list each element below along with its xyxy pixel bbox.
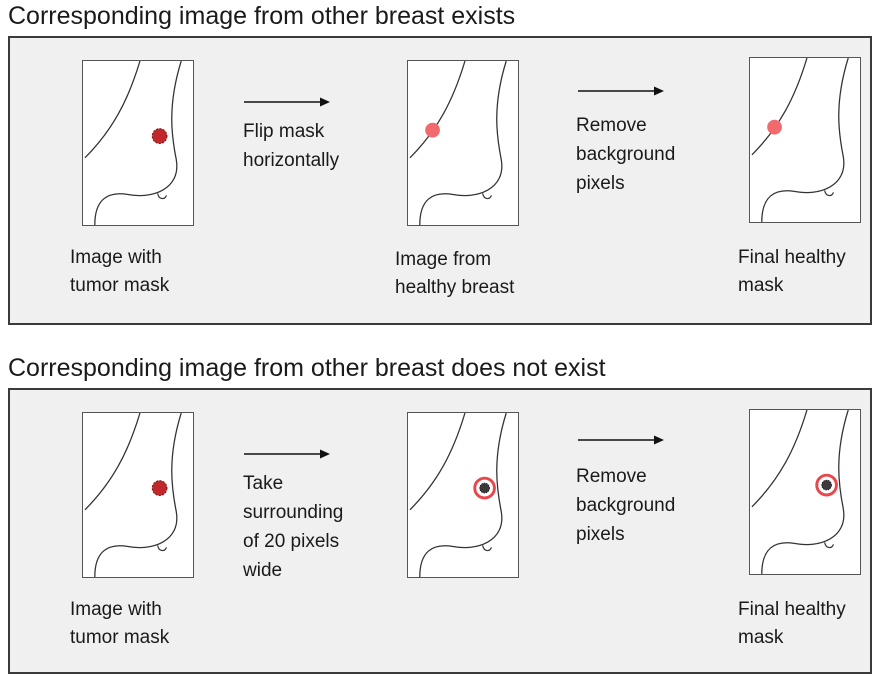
arrow-remove-background: [578, 435, 664, 445]
mammogram-outline-icon: [750, 410, 860, 574]
caption-image-with-tumor-mask: Image with tumor mask: [70, 244, 169, 300]
right-arrow-icon: [578, 86, 664, 96]
breast-contour: [85, 413, 140, 510]
right-arrow-icon: [244, 97, 330, 107]
thumbnail-final-healthy-mask: [749, 409, 861, 575]
section-title-not-exists: Corresponding image from other breast do…: [8, 354, 606, 383]
step-take-surrounding: Take surrounding of 20 pixels wide: [243, 469, 343, 585]
thumbnail-ring-mask: [407, 412, 519, 578]
breast-contour: [752, 410, 807, 507]
mammogram-outline-icon: [83, 413, 193, 577]
step-remove-background: Remove background pixels: [576, 111, 675, 198]
breast-contour: [95, 413, 181, 577]
breast-contour: [752, 58, 807, 155]
breast-contour: [420, 61, 506, 225]
step-remove-background: Remove background pixels: [576, 462, 675, 549]
panel-exists: Image with tumor mask Flip mask horizont…: [8, 36, 872, 325]
breast-contour: [825, 190, 834, 195]
arrow-remove-background: [578, 86, 664, 96]
caption-image-from-healthy-breast: Image from healthy breast: [395, 246, 514, 302]
tumor-mask: [152, 129, 167, 144]
thumbnail-final-healthy-mask: [749, 57, 861, 223]
thumbnail-tumor-mask: [82, 412, 194, 578]
caption-final-healthy-mask: Final healthy mask: [738, 596, 846, 652]
breast-contour: [410, 61, 465, 158]
caption-image-with-tumor-mask: Image with tumor mask: [70, 596, 169, 652]
tumor-core: [480, 483, 490, 493]
breast-contour: [158, 545, 167, 550]
breast-contour: [158, 193, 167, 198]
step-flip-mask: Flip mask horizontally: [243, 117, 339, 175]
arrow-flip: [244, 97, 330, 107]
breast-contour: [825, 542, 834, 547]
caption-final-healthy-mask: Final healthy mask: [738, 244, 846, 300]
section-title-exists: Corresponding image from other breast ex…: [8, 2, 515, 31]
right-arrow-icon: [578, 435, 664, 445]
right-arrow-icon: [244, 449, 330, 459]
breast-contour: [410, 413, 465, 510]
mammogram-outline-icon: [750, 58, 860, 222]
breast-contour: [95, 61, 181, 225]
mammogram-outline-icon: [408, 61, 518, 225]
mammogram-outline-icon: [408, 413, 518, 577]
panel-not-exists: Image with tumor mask Take surrounding o…: [8, 388, 872, 674]
thumbnail-tumor-mask: [82, 60, 194, 226]
mammogram-outline-icon: [83, 61, 193, 225]
thumbnail-healthy-breast: [407, 60, 519, 226]
arrow-surrounding: [244, 449, 330, 459]
healthy-mask-spot: [767, 120, 782, 135]
breast-contour: [762, 58, 848, 222]
breast-contour: [483, 193, 492, 198]
breast-contour: [85, 61, 140, 158]
healthy-mask-spot: [425, 123, 440, 138]
tumor-core: [822, 480, 832, 490]
breast-contour: [483, 545, 492, 550]
tumor-mask: [152, 481, 167, 496]
